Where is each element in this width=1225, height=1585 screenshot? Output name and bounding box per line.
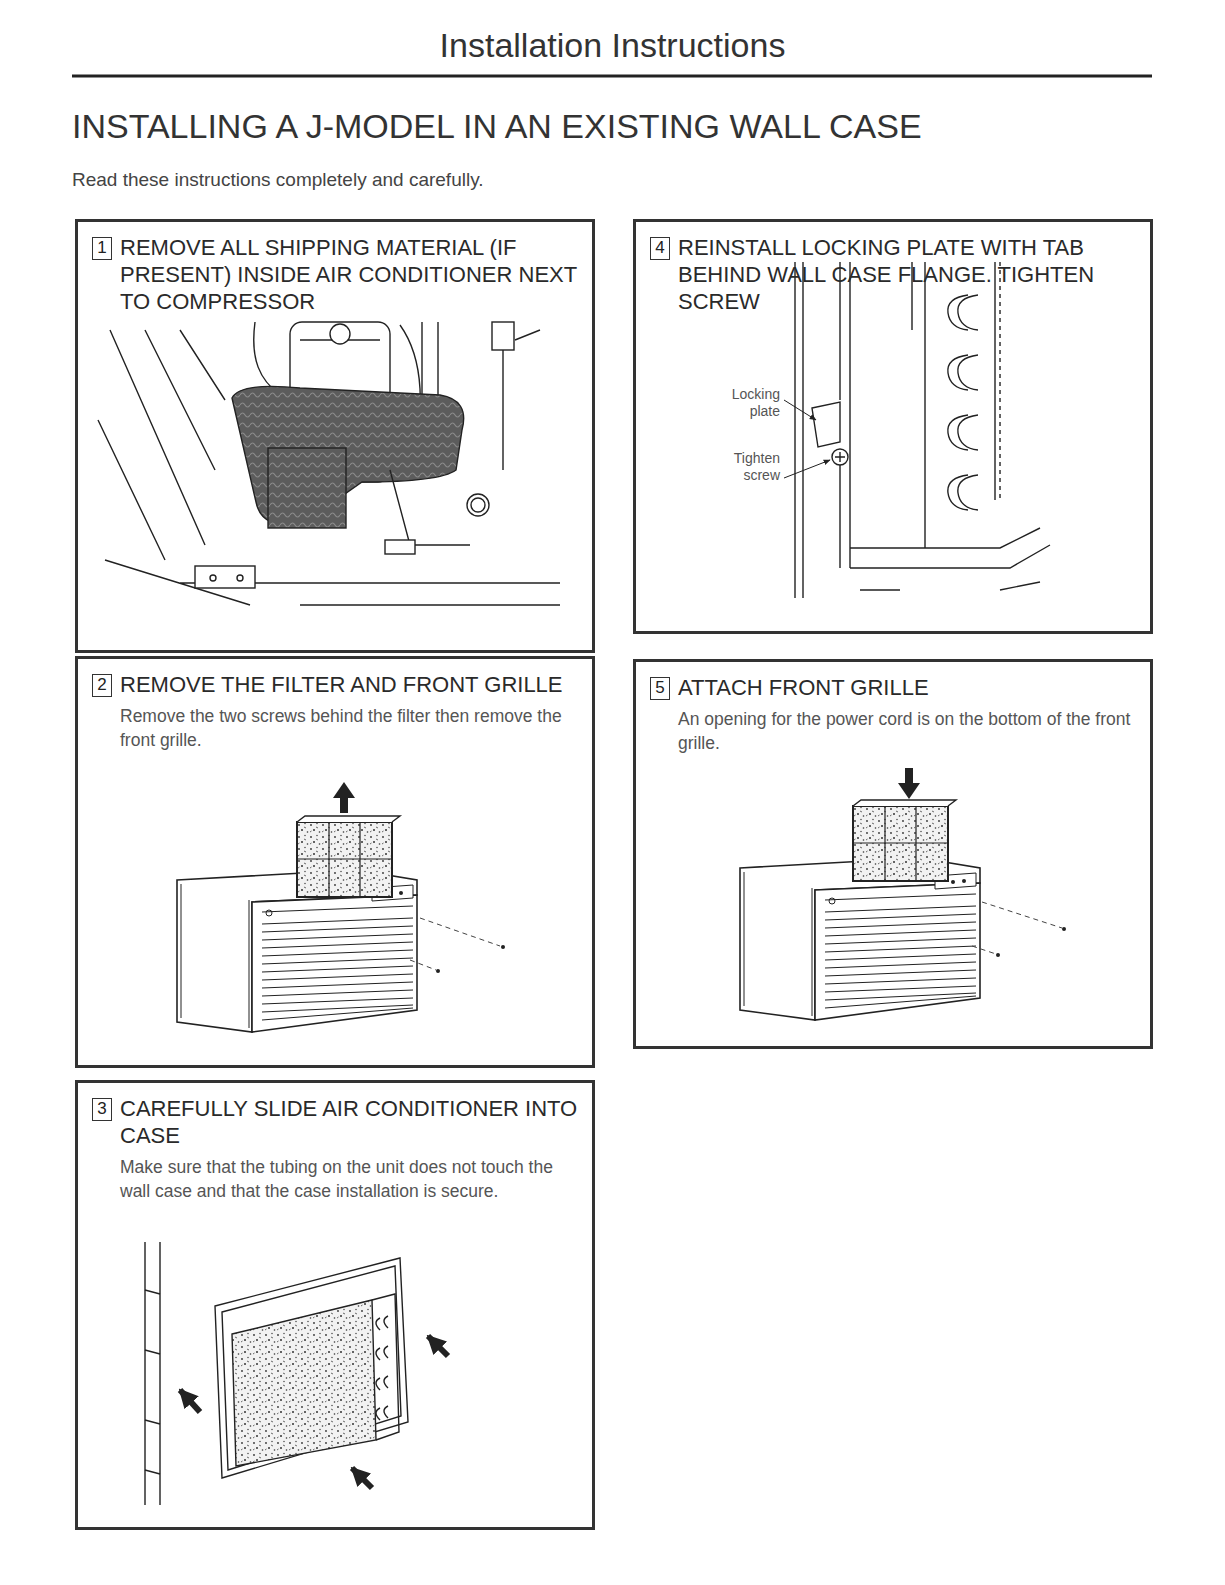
compressor-illustration-part: [330, 324, 350, 344]
locking-plate-illustration-part: [795, 262, 850, 598]
locking-plate-illustration-part: [948, 355, 978, 390]
step-heading-row: 3 CAREFULLY SLIDE AIR CONDITIONER INTO CA…: [92, 1095, 580, 1149]
locking-plate-illustration-part: [999, 262, 1000, 500]
locking-plate-illustration-part: [948, 475, 978, 510]
step-number: 1: [92, 237, 112, 260]
remove-grille-illustration-part: [436, 969, 440, 973]
attach-grille-illustration-part: [1062, 927, 1066, 931]
compressor-illustration-part: [492, 322, 514, 350]
step-number: 5: [650, 677, 670, 700]
remove-grille-illustration-part: [501, 945, 505, 949]
slide-into-case-illustration-part: [215, 1258, 408, 1478]
attach-grille-illustration-part: [972, 946, 996, 954]
step-box: 1 REMOVE ALL SHIPPING MATERIAL (IF PRESEN…: [75, 219, 595, 653]
attach-grille-illustration-part: [853, 800, 956, 881]
locking-plate-illustration-part: [948, 415, 978, 450]
compressor-illustration-part: [105, 560, 560, 605]
slide-into-case-illustration-part: [145, 1242, 160, 1505]
compressor-illustration-part: [195, 566, 255, 588]
slide-into-case-illustration-part: [352, 1468, 372, 1488]
title-rule: [72, 75, 1152, 78]
step-heading: CAREFULLY SLIDE AIR CONDITIONER INTO CAS…: [120, 1095, 580, 1149]
remove-grille-illustration: [177, 782, 505, 1032]
locking-plate-illustration-part: [812, 402, 840, 447]
locking-plate-illustration-part: [850, 528, 1050, 590]
compressor-illustration-part: [232, 386, 464, 524]
slide-into-case-illustration-part: [222, 1266, 401, 1470]
step-number: 3: [92, 1098, 112, 1121]
step-box: 2 REMOVE THE FILTER AND FRONT GRILLE Remov…: [75, 656, 595, 1068]
step-heading-row: 5 ATTACH FRONT GRILLE: [650, 674, 1138, 701]
step-number: 2: [92, 674, 112, 697]
step-box: 3 CAREFULLY SLIDE AIR CONDITIONER INTO CA…: [75, 1080, 595, 1530]
step-box: 4 REINSTALL LOCKING PLATE WITH TAB BEHIND…: [633, 219, 1153, 634]
locking-plate-illustration-part: [832, 449, 848, 465]
compressor-illustration-part: [390, 470, 470, 545]
locking-plate-illustration-part: [948, 295, 978, 330]
subtitle: Read these instructions completely and c…: [72, 168, 1072, 192]
slide-into-case-illustration-part: [232, 1300, 376, 1466]
remove-grille-illustration-part: [333, 782, 355, 813]
compressor-illustration-part: [503, 330, 540, 470]
main-heading: INSTALLING A J-MODEL IN AN EXISTING WALL…: [72, 106, 1192, 146]
locking-plate-illustration: [784, 262, 1050, 598]
locking-plate-illustration-part: [784, 460, 830, 478]
step-heading: REMOVE ALL SHIPPING MATERIAL (IF PRESENT…: [120, 234, 580, 315]
attach-grille-illustration-part: [898, 768, 920, 799]
slide-into-case-illustration-part: [180, 1390, 200, 1412]
step-description: Remove the two screws behind the filter …: [92, 704, 580, 752]
compressor-illustration-part: [471, 498, 485, 512]
step-heading-row: 2 REMOVE THE FILTER AND FRONT GRILLE: [92, 671, 580, 698]
step-heading: ATTACH FRONT GRILLE: [678, 674, 929, 701]
remove-grille-illustration-part: [420, 918, 500, 946]
slide-into-case-illustration-part: [376, 1318, 380, 1420]
part-label: Locking plate: [700, 386, 780, 420]
slide-into-case-illustration-part: [145, 1290, 160, 1474]
locking-plate-illustration-part: [912, 262, 995, 548]
slide-into-case-illustration: [145, 1242, 448, 1505]
part-label: Tighten screw: [700, 450, 780, 484]
compressor-illustration-part: [237, 575, 243, 581]
remove-grille-illustration-part: [410, 960, 436, 970]
compressor-illustration: [98, 322, 560, 605]
compressor-illustration-part: [467, 494, 489, 516]
locking-plate-illustration-part: [835, 452, 845, 462]
page-title: Installation Instructions: [0, 26, 1225, 65]
compressor-illustration-part: [385, 540, 415, 554]
attach-grille-illustration-part: [982, 902, 1062, 928]
step-box: 5 ATTACH FRONT GRILLE An opening for the p…: [633, 659, 1153, 1049]
compressor-illustration-part: [268, 448, 346, 528]
step-number: 4: [650, 237, 670, 260]
remove-grille-illustration-part: [297, 816, 400, 897]
attach-grille-illustration-part: [740, 858, 980, 1020]
compressor-illustration-part: [210, 575, 216, 581]
attach-grille-illustration-part: [996, 953, 1000, 957]
step-heading-row: 1 REMOVE ALL SHIPPING MATERIAL (IF PRESEN…: [92, 234, 580, 315]
slide-into-case-illustration-part: [428, 1336, 448, 1356]
step-description: Make sure that the tubing on the unit do…: [92, 1155, 580, 1203]
attach-grille-illustration: [740, 768, 1066, 1020]
step-description: An opening for the power cord is on the …: [650, 707, 1138, 755]
step-heading-row: 4 REINSTALL LOCKING PLATE WITH TAB BEHIND…: [650, 234, 1138, 315]
step-heading: REINSTALL LOCKING PLATE WITH TAB BEHIND …: [678, 234, 1138, 315]
slide-into-case-illustration-part: [384, 1316, 388, 1418]
slide-into-case-illustration-part: [372, 1294, 399, 1440]
step-heading: REMOVE THE FILTER AND FRONT GRILLE: [120, 671, 563, 698]
locking-plate-illustration-part: [784, 400, 816, 420]
compressor-illustration-part: [98, 330, 225, 560]
